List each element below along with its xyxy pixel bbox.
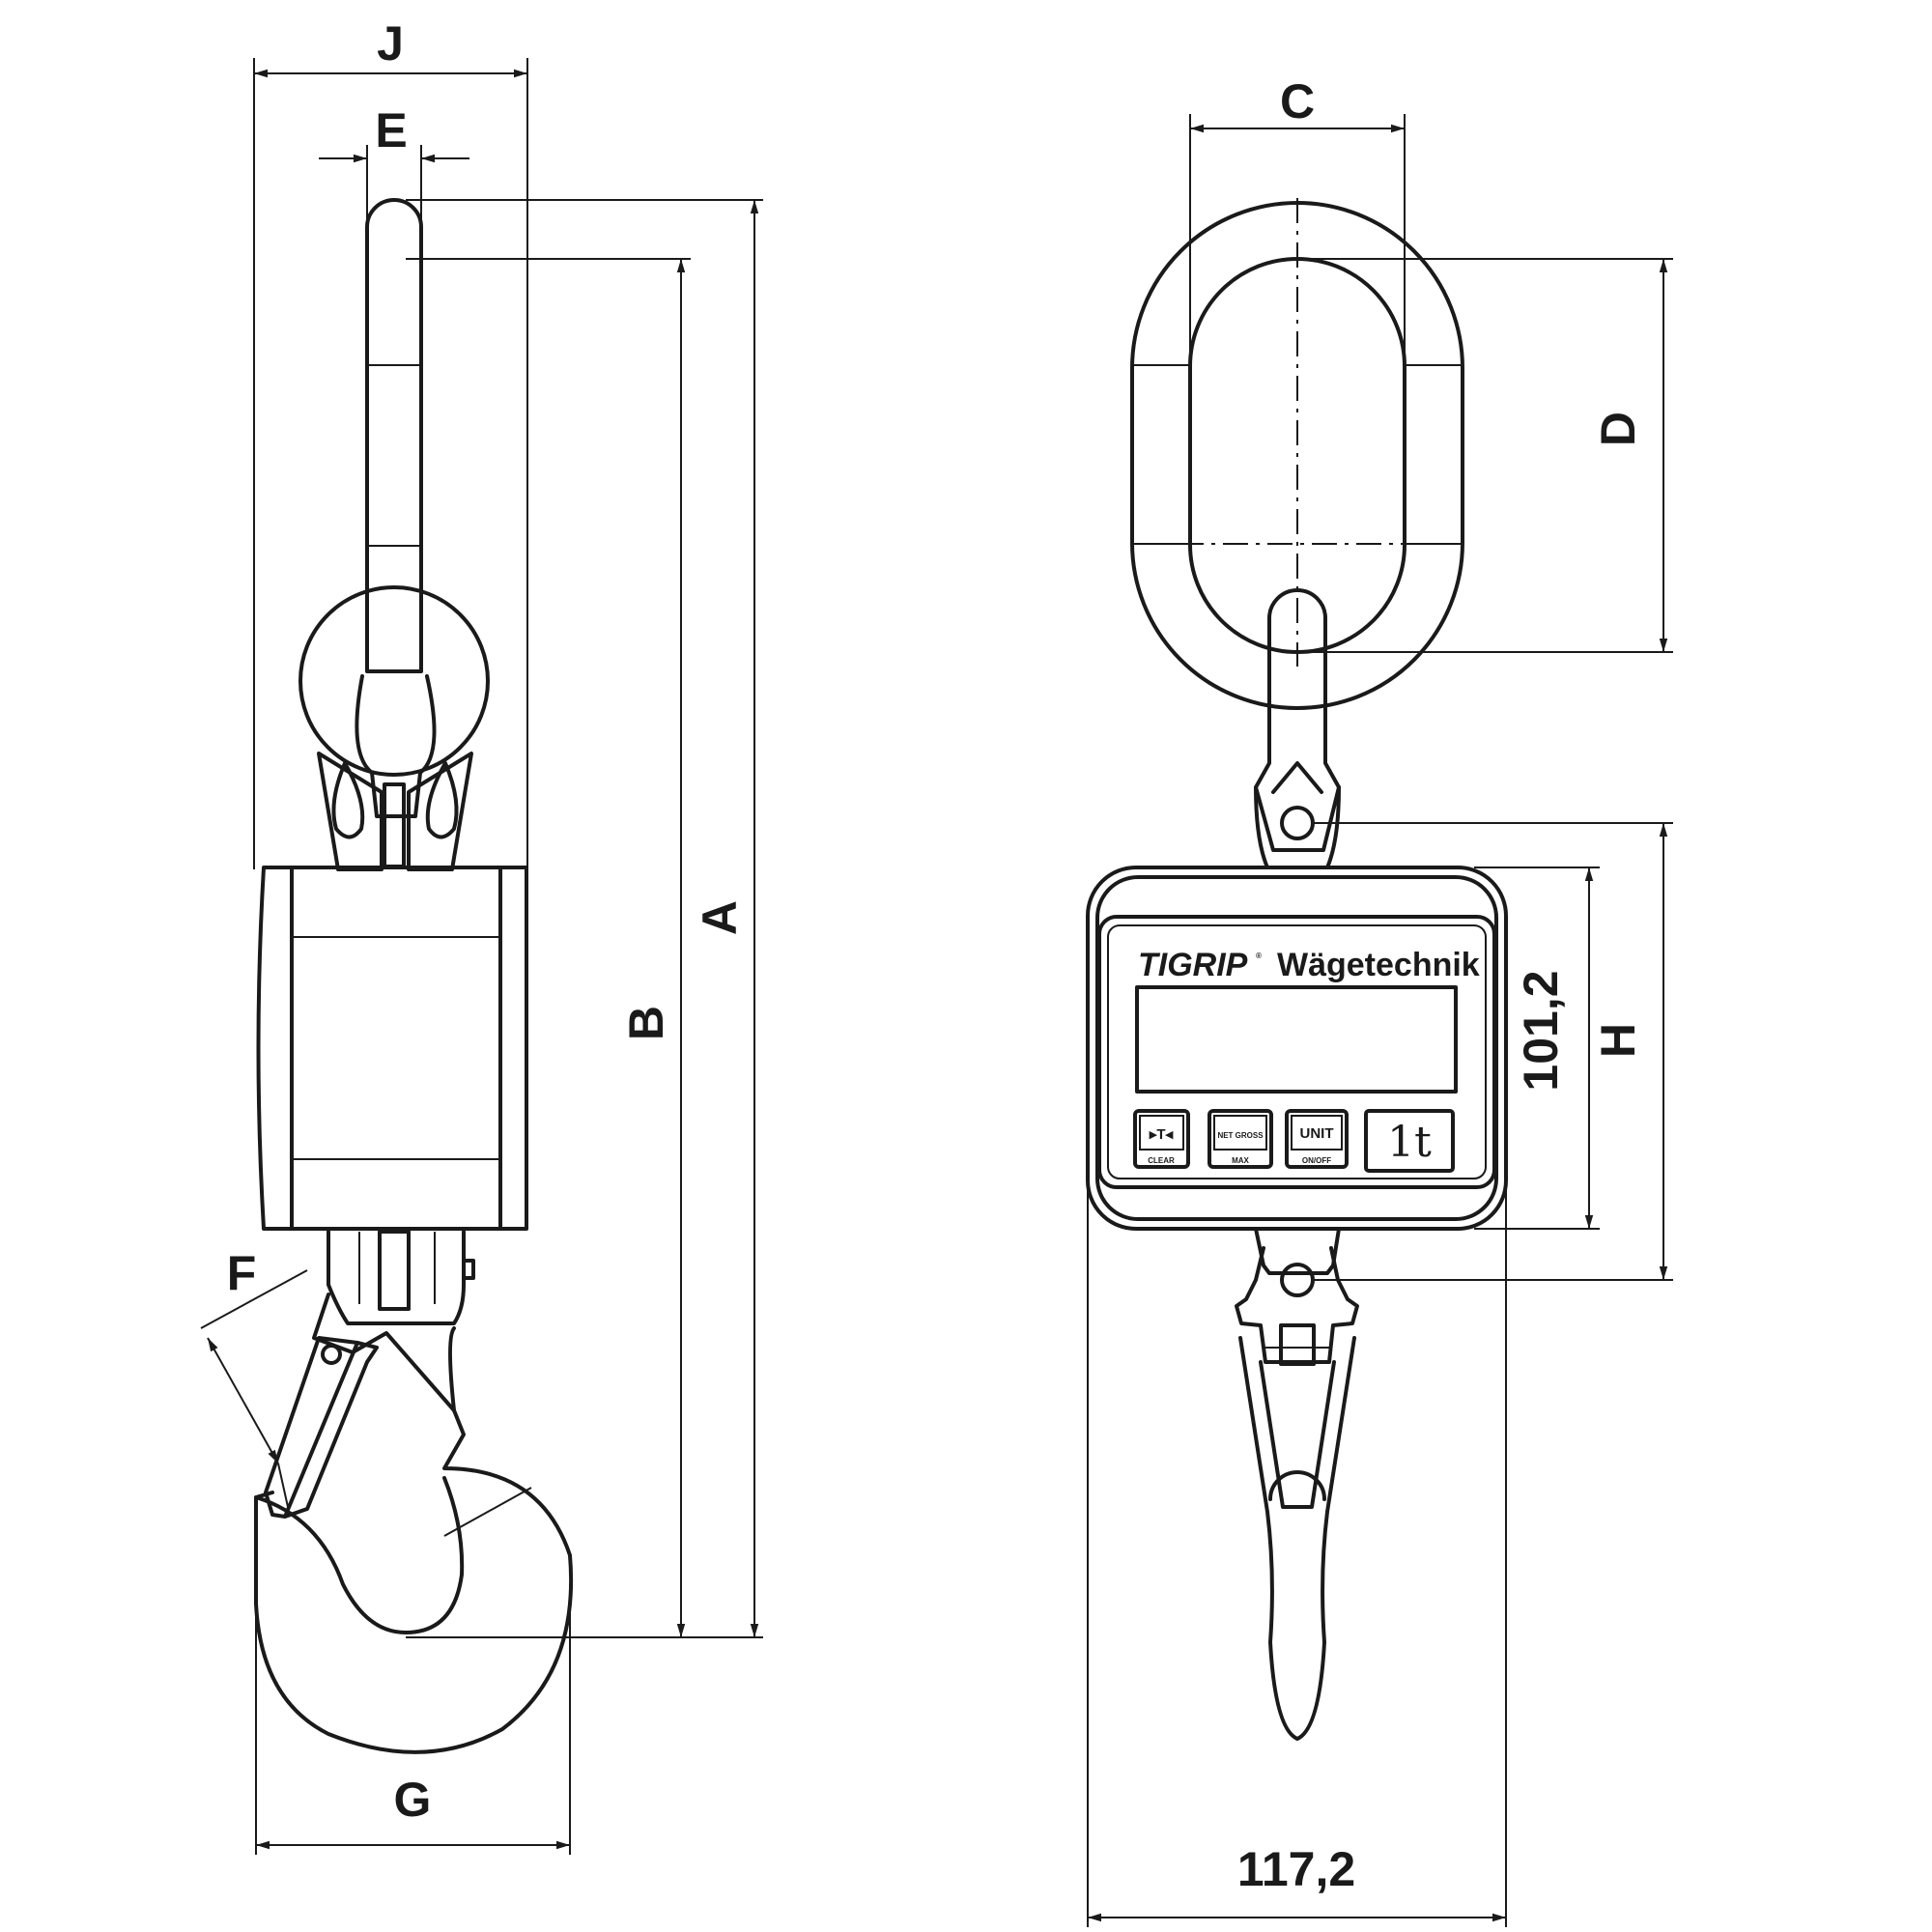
label-g: G [394, 1773, 432, 1827]
brand-subtitle: Wägetechnik [1277, 947, 1480, 983]
unit-key-sublabel: ON/OFF [1302, 1156, 1331, 1165]
capacity-label-box: 1t [1364, 1109, 1455, 1173]
dim-g: G [255, 1584, 571, 1855]
dim-d: D [1297, 258, 1673, 653]
label-b: B [619, 1006, 673, 1040]
side-view: J E A B F [200, 16, 763, 1855]
dim-e: E [319, 103, 469, 227]
label-h: H [1591, 1023, 1645, 1058]
dim-a: A [406, 199, 763, 1638]
tare-key-label: ▸T◂ [1149, 1126, 1174, 1143]
lcd-display [1135, 985, 1458, 1094]
top-shackle-side [298, 198, 490, 871]
hook-front [1235, 1227, 1359, 1741]
top-ring-front [1130, 198, 1464, 869]
unit-key-label: UNIT [1300, 1125, 1334, 1142]
label-a: A [693, 900, 747, 935]
net-gross-key-sublabel: MAX [1232, 1156, 1249, 1165]
label-width-display: 117,2 [1237, 1842, 1355, 1896]
capacity-label: 1t [1387, 1118, 1432, 1167]
label-j: J [377, 16, 404, 71]
tare-key-sublabel: CLEAR [1148, 1156, 1175, 1165]
dim-height-display: 101,2 [1474, 867, 1600, 1230]
hook-side [254, 1230, 574, 1754]
dim-f: F [200, 1246, 308, 1508]
tare-key[interactable]: ▸T◂ CLEAR [1133, 1109, 1190, 1169]
label-c: C [1280, 74, 1315, 128]
label-height-display: 101,2 [1514, 970, 1568, 1091]
dim-h: H [1314, 822, 1673, 1281]
dim-c: C [1189, 74, 1406, 386]
net-gross-key-label: NET GROSS [1217, 1131, 1264, 1140]
label-f: F [227, 1246, 257, 1300]
dim-b: B [406, 258, 691, 1638]
front-view: TIGRIP ® Wägetechnik ▸T◂ CLEAR NET GROSS… [1086, 74, 1673, 1927]
unit-key[interactable]: UNIT ON/OFF [1285, 1109, 1349, 1169]
dim-j: J [253, 16, 528, 869]
dim-width-display: 117,2 [1087, 1063, 1507, 1927]
label-d: D [1591, 412, 1645, 446]
label-e: E [375, 103, 407, 157]
brand-mark: ® [1256, 952, 1262, 960]
scale-body-side [256, 866, 528, 1231]
brand-logo: TIGRIP [1138, 947, 1248, 983]
net-gross-key[interactable]: NET GROSS MAX [1208, 1109, 1273, 1169]
indicator-housing: TIGRIP ® Wägetechnik ▸T◂ CLEAR NET GROSS… [1086, 866, 1508, 1231]
